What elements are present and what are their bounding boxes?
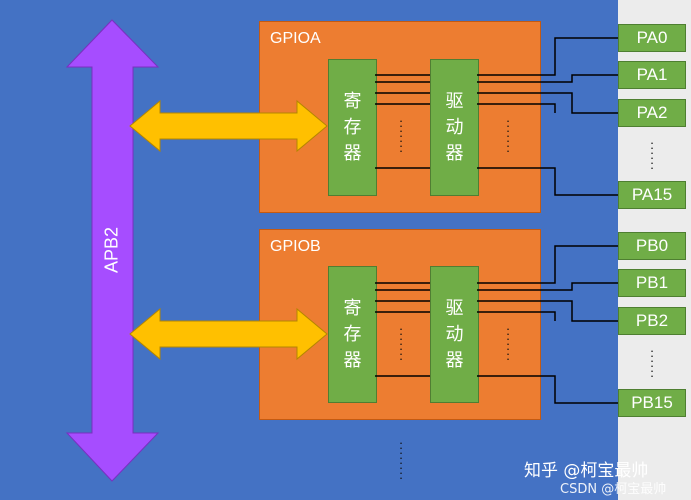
more-gpio-ellipsis: ········	[398, 435, 404, 485]
gpiob-title: GPIOB	[270, 238, 321, 255]
gpioa-pin-lines	[477, 37, 618, 196]
pin-pa15: PA15	[618, 181, 686, 209]
pin-pa1: PA1	[618, 61, 686, 89]
pin-pb15: PB15	[618, 389, 686, 417]
gpioa-driver-ellipsis: ·······	[505, 113, 511, 158]
gpiob-driver-ellipsis: ·······	[505, 321, 511, 366]
pin-pb1: PB1	[618, 269, 686, 297]
gpioa-register: 寄 存 器	[328, 59, 377, 196]
pin-pa2: PA2	[618, 99, 686, 127]
pa-pins-ellipsis: ······	[649, 135, 655, 175]
gpiob-pin-lines	[477, 245, 618, 404]
pin-pb0: PB0	[618, 232, 686, 260]
watermark-zhihu: 知乎 @柯宝最帅	[524, 461, 649, 481]
gpioa-bus-arrow	[129, 99, 328, 153]
gpioa-title: GPIOA	[270, 30, 321, 47]
pb-pins-ellipsis: ······	[649, 343, 655, 383]
gpiob-driver: 驱 动 器	[430, 266, 479, 403]
gpiob-register: 寄 存 器	[328, 266, 377, 403]
apb2-bus-arrow	[65, 19, 160, 482]
gpiob-bus-arrow	[129, 307, 328, 361]
gpiob-internal-lines	[375, 282, 430, 377]
watermark-csdn: CSDN @柯宝最帅	[560, 482, 667, 497]
gpiob-register-ellipsis: ·······	[398, 321, 404, 366]
pin-pb2: PB2	[618, 307, 686, 335]
gpioa-register-ellipsis: ·······	[398, 113, 404, 158]
pin-pa0: PA0	[618, 24, 686, 52]
gpioa-internal-lines	[375, 74, 430, 169]
apb2-label: APB2	[101, 226, 122, 274]
gpioa-driver: 驱 动 器	[430, 59, 479, 196]
